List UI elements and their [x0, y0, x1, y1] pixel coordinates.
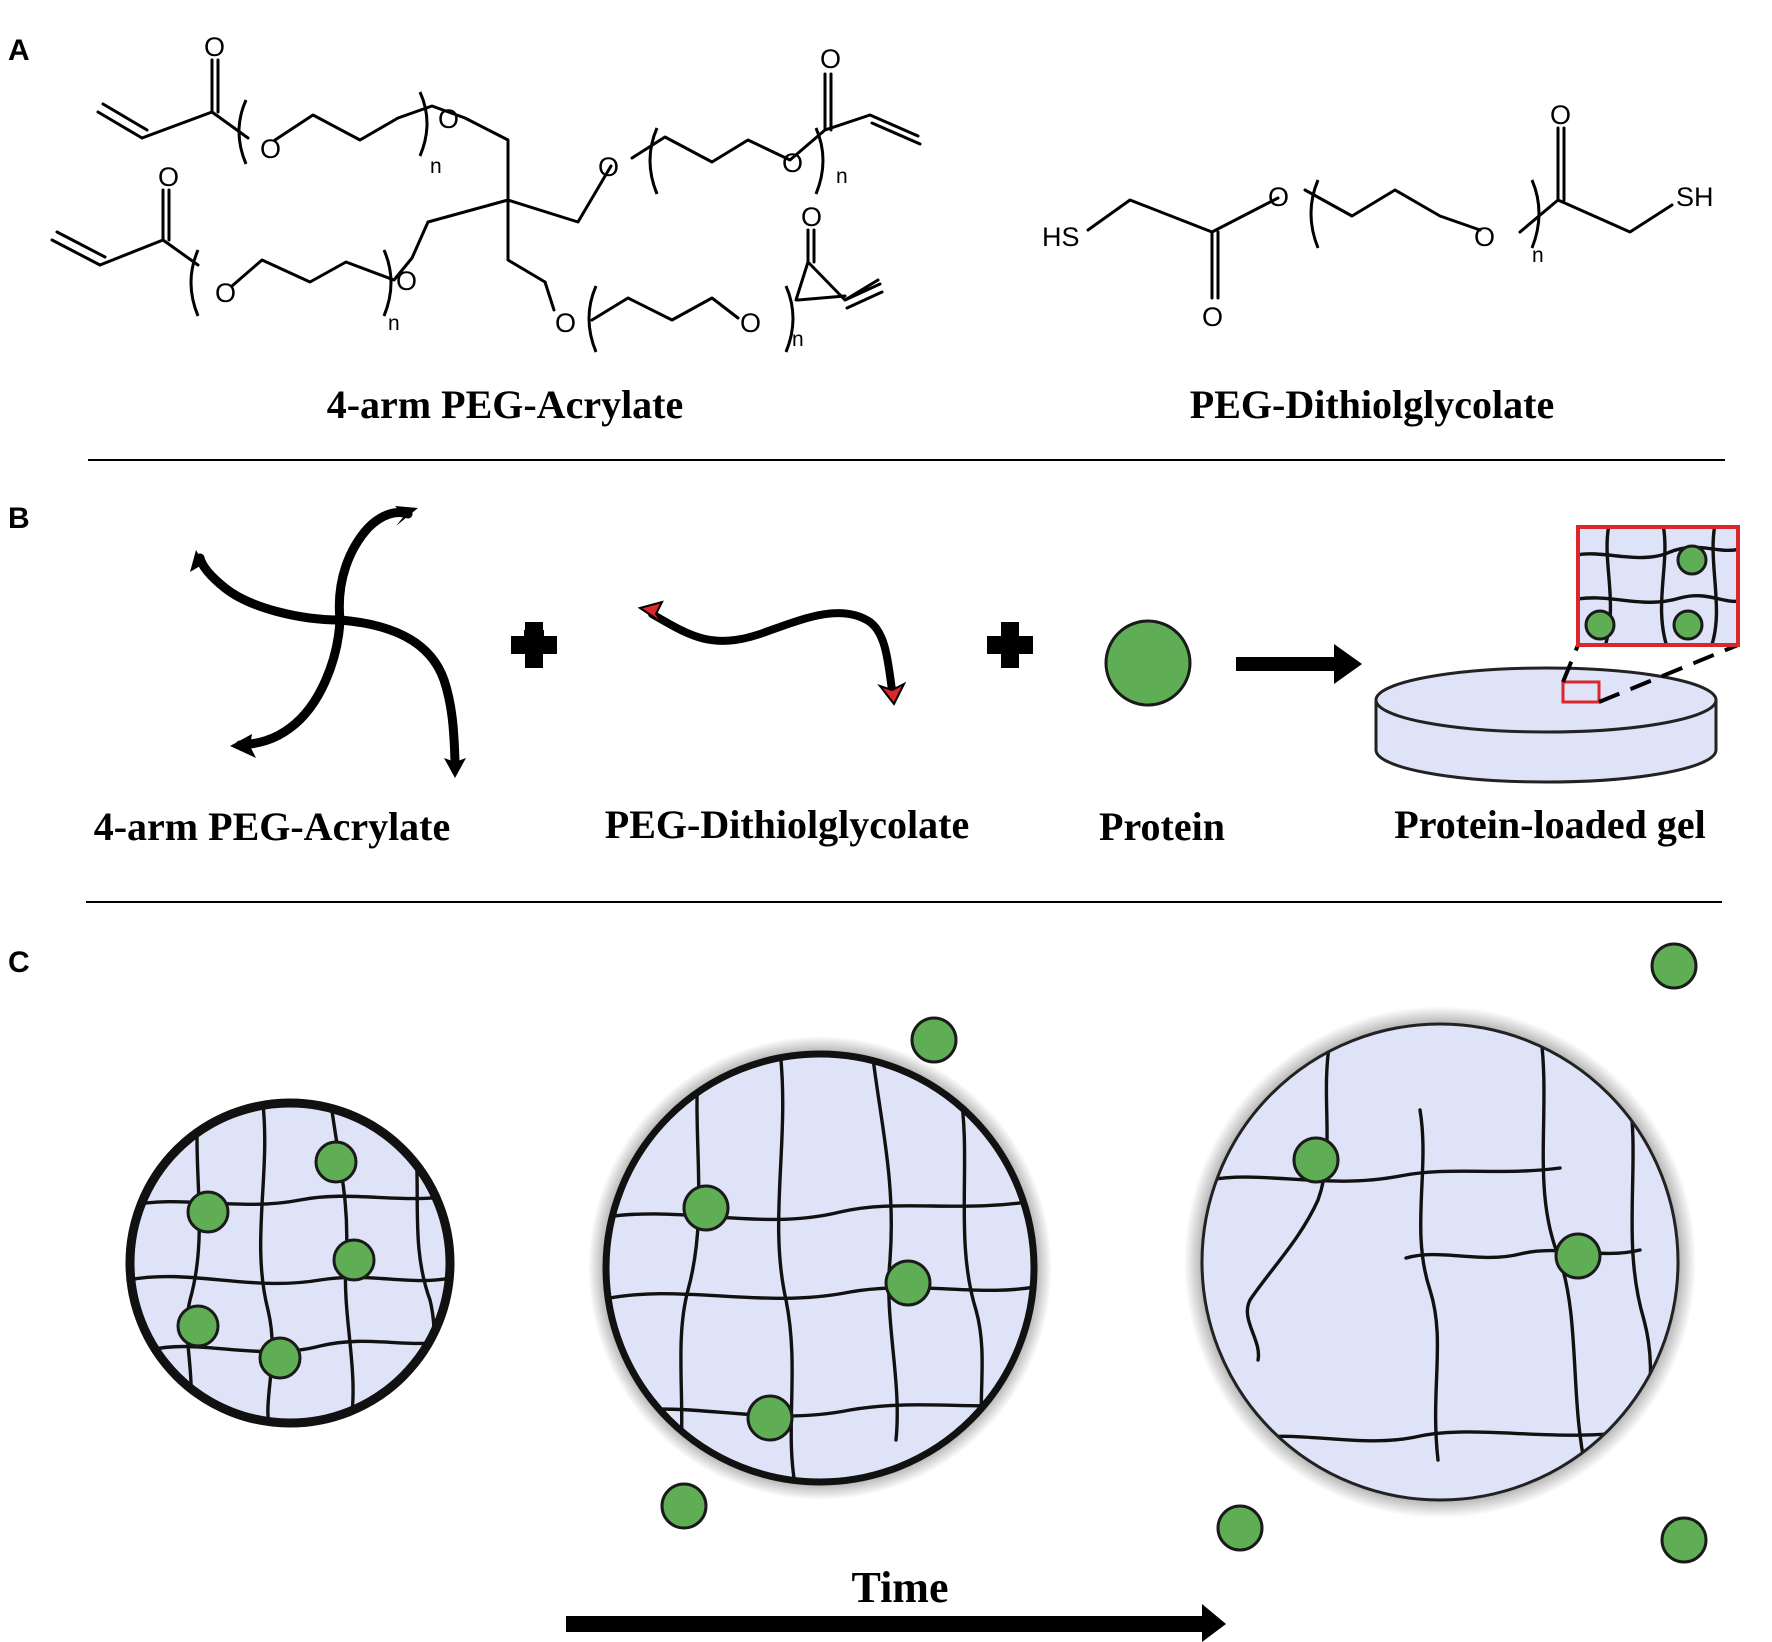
atom-o-8: O [215, 278, 236, 308]
released-protein-1 [910, 1016, 958, 1064]
time-label: Time [852, 1563, 949, 1612]
atom-o-15: O [1474, 222, 1495, 252]
gel-stage-1 [125, 1098, 455, 1428]
panel-b-label-4: Protein-loaded gel [1394, 802, 1705, 847]
gel-highlight-box [1561, 680, 1601, 704]
atom-o-16: O [1550, 100, 1571, 130]
panel-a: A O O O n O O O n O O [8, 32, 1714, 427]
atom-o-6: O [820, 44, 841, 74]
reaction-arrow [1236, 644, 1362, 684]
subscript-n-3: n [388, 312, 400, 335]
subscript-n-2: n [836, 165, 848, 188]
atom-o-7: O [158, 162, 179, 192]
subscript-n-4: n [792, 328, 804, 351]
atom-o-11: O [740, 308, 761, 338]
gel-stage-3 [1184, 1006, 1696, 1518]
dithiol-peg-icon [637, 600, 907, 706]
released-protein-2 [660, 1482, 708, 1530]
atom-o-1: O [204, 32, 225, 62]
gel-zoom-inset [1576, 525, 1740, 647]
atom-sh: SH [1676, 182, 1714, 212]
released-protein-4 [1216, 1504, 1264, 1552]
atom-o-4: O [598, 152, 619, 182]
panel-b-label-1: 4-arm PEG-Acrylate [94, 804, 451, 849]
protein-icon [1104, 619, 1192, 707]
panel-c-letter: C [8, 946, 30, 979]
panel-b-label-3: Protein [1099, 804, 1225, 849]
released-protein-3 [1650, 942, 1698, 990]
four-arm-peg-icon [190, 506, 466, 778]
atom-o-5: O [782, 148, 803, 178]
panel-b-label-2: PEG-Dithiolglycolate [605, 802, 969, 847]
atom-o-13: O [1268, 182, 1289, 212]
panel-a-letter: A [8, 34, 30, 67]
atom-o-12: O [801, 202, 822, 232]
subscript-n-5: n [1532, 244, 1544, 267]
peg-dithiolglycolate-structure: HS O O O O SH n [1042, 100, 1714, 332]
atom-o-10: O [555, 308, 576, 338]
atom-o-14: O [1202, 302, 1223, 332]
gel-stage-2 [588, 1036, 1052, 1500]
plus-icon-2-h [987, 636, 1033, 654]
panel-b-letter: B [8, 502, 30, 535]
atom-o-3: O [438, 104, 459, 134]
four-arm-peg-acrylate-structure: O O O n O O O n O O O n O O O [50, 32, 922, 353]
subscript-n-1: n [430, 155, 442, 178]
atom-hs: HS [1042, 222, 1080, 252]
atom-o-9: O [396, 266, 417, 296]
panel-a-left-caption: 4-arm PEG-Acrylate [327, 382, 684, 427]
plus-icon-1-h [511, 636, 557, 654]
gel-disc-icon [1374, 643, 1739, 784]
atom-o-2: O [260, 134, 281, 164]
released-protein-5 [1660, 1516, 1708, 1564]
time-arrow [566, 1604, 1226, 1642]
panel-b: B [8, 502, 1740, 849]
panel-c: C [8, 942, 1708, 1642]
panel-a-right-caption: PEG-Dithiolglycolate [1190, 382, 1554, 427]
